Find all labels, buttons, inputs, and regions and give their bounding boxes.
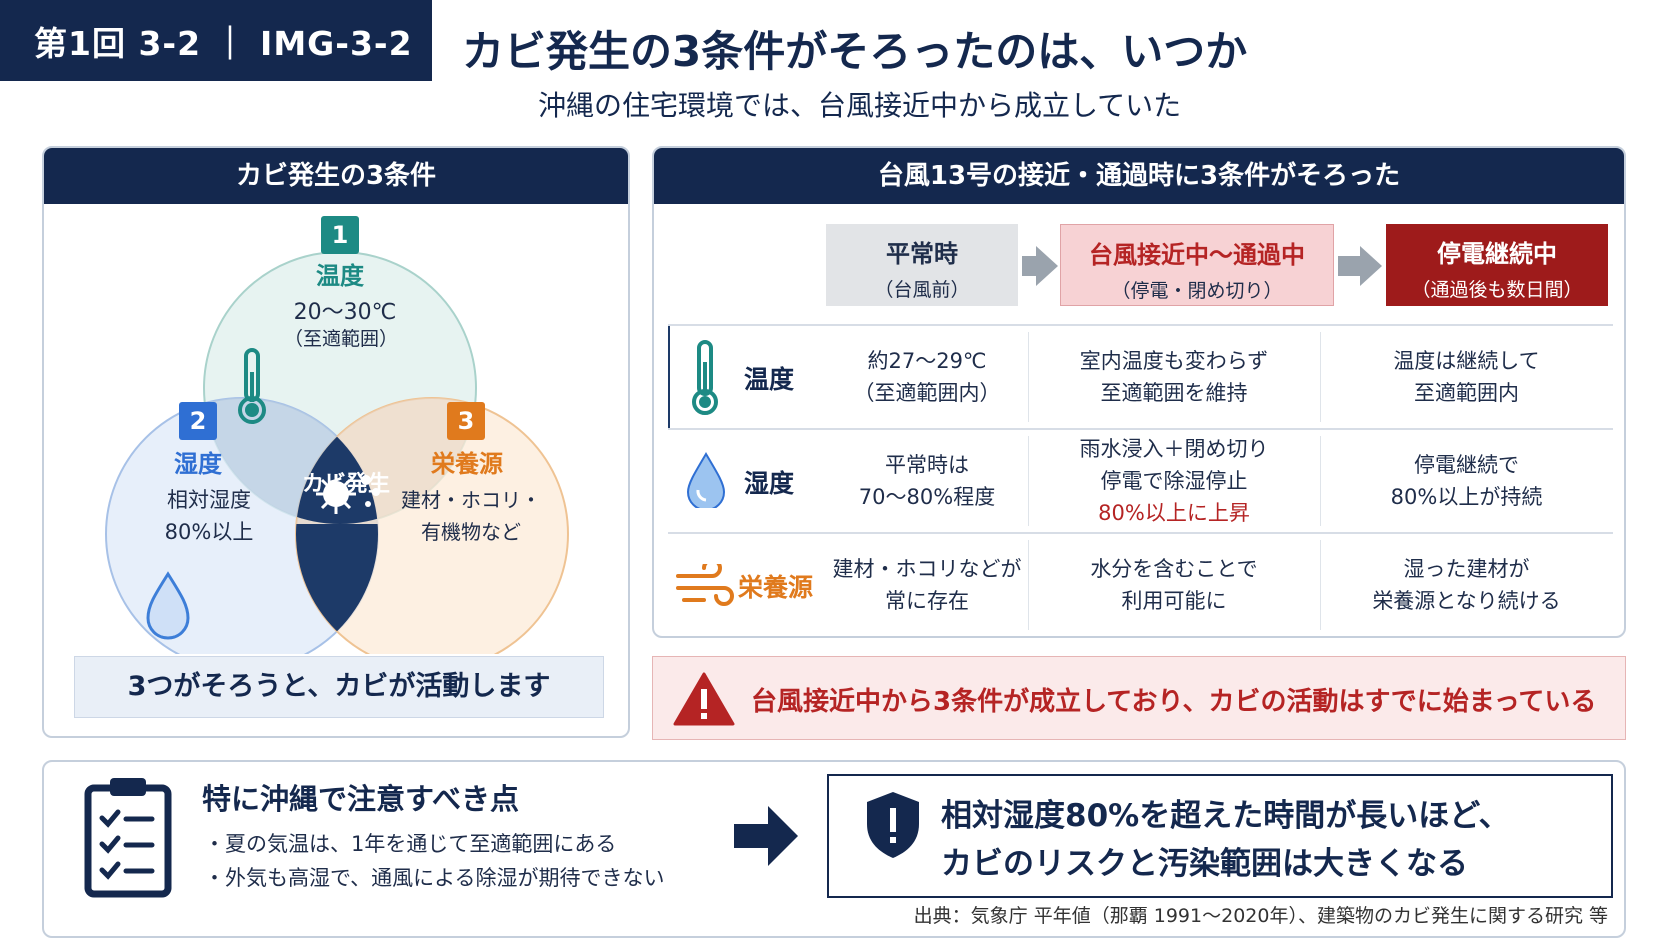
phase-outage-title: 停電継続中 [1437, 240, 1557, 268]
cell-temperature-normal: 約27〜29℃ （至適範囲内） [826, 326, 1028, 428]
water-drop-icon [146, 571, 190, 640]
section-tag: 第1回 3-2 ｜ IMG-3-2 [0, 0, 432, 81]
cell-nutrient-normal: 建材・ホコリなどが常に存在 [826, 534, 1028, 636]
cell-line: 建材・ホコリなどが [832, 557, 1022, 581]
cell-humidity-outage: 停電継続で 80%以上が持続 [1320, 430, 1613, 532]
cell-nutrient-outage: 湿った建材が栄養源となり続ける [1320, 534, 1613, 636]
phase-normal-note: （台風前） [874, 279, 970, 301]
wind-icon [676, 564, 734, 606]
row-nutrient-label: 栄養源 [738, 573, 814, 602]
conditions-panel-title: カビ発生の3条件 [44, 148, 628, 204]
conclusion-line-1: 相対湿度80%を超えた時間が長いほど、 [941, 798, 1510, 834]
condition-2-badge: 2 [179, 402, 217, 440]
phase-arrow-2-icon [1360, 246, 1382, 286]
cell-line: 80%以上が持続 [1390, 485, 1543, 509]
arrow-right-icon [734, 806, 798, 866]
mold-center-label: カビ発生 [301, 472, 390, 497]
cell-nutrient-approach: 水分を含むことで利用可能に [1028, 534, 1320, 636]
cell-line: 至適範囲内 [1414, 381, 1519, 405]
cell-line: 雨水浸入＋閉め切り [1079, 437, 1269, 461]
shield-icon [867, 792, 919, 858]
warning-icon [673, 672, 735, 726]
checklist-icon [84, 778, 172, 898]
cell-line: 至適範囲を維持 [1100, 381, 1248, 405]
venn-diagram [105, 251, 569, 654]
cell-line: 約27〜29℃ [867, 349, 987, 373]
page-subtitle: 沖縄の住宅環境では、台風接近中から成立していた [538, 89, 1182, 122]
mold-icon [316, 474, 380, 514]
cell-temperature-approach: 室内温度も変わらず至適範囲を維持 [1028, 326, 1320, 428]
phase-outage: 停電継続中 （通過後も数日間） [1386, 224, 1608, 306]
cell-line: 停電で除湿停止 [1100, 469, 1248, 493]
conditions-summary: 3つがそろうと、カビが活動します [74, 656, 604, 718]
conditions-panel: カビ発生の3条件 [42, 146, 630, 738]
phase-approach-title: 台風接近中〜通過中 [1089, 241, 1305, 269]
okinawa-notes-title: 特に沖縄で注意すべき点 [202, 782, 519, 816]
row-temperature-label: 温度 [744, 365, 795, 394]
condition-2-line2: 80%以上 [164, 520, 254, 544]
condition-2-line1: 相対湿度 [167, 488, 251, 512]
cell-highlight-line: 80%以上に上昇 [1098, 501, 1250, 525]
condition-2-name: 湿度 [174, 450, 222, 478]
cell-line: 室内温度も変わらず [1079, 349, 1269, 373]
okinawa-note-2: ・外気も高湿で、通風による除湿が期待できない [204, 866, 665, 890]
cell-temperature-outage: 温度は継続して至適範囲内 [1320, 326, 1613, 428]
typhoon-timeline-panel: 台風13号の接近・通過時に3条件がそろった 平常時 （台風前） 台風接近中〜通過… [652, 146, 1626, 638]
condition-3-line1: 建材・ホコリ・ [401, 488, 541, 512]
phase-arrow-1-shaft [1022, 256, 1038, 276]
phase-arrow-2-shaft [1338, 256, 1362, 276]
condition-3-name: 栄養源 [431, 450, 503, 478]
cell-line: 利用可能に [1121, 589, 1227, 613]
condition-1-name: 温度 [316, 262, 364, 290]
thermometer-icon [692, 340, 718, 415]
phase-normal: 平常時 （台風前） [826, 224, 1018, 306]
row-nutrient: 栄養源 建材・ホコリなどが常に存在 水分を含むことで利用可能に 湿った建材が栄養… [668, 532, 1613, 636]
cell-line: 水分を含むことで [1090, 557, 1258, 581]
row-temperature: 温度 約27〜29℃ （至適範囲内） 室内温度も変わらず至適範囲を維持 温度は継続… [668, 324, 1613, 428]
phase-arrow-1-icon [1036, 246, 1058, 286]
conclusion-line-2: カビのリスクと汚染範囲は大きくなる [941, 846, 1468, 882]
phase-normal-title: 平常時 [886, 240, 958, 268]
water-drop-icon [686, 452, 726, 508]
cell-line: 温度は継続して [1393, 349, 1540, 373]
row-humidity-label: 湿度 [744, 469, 795, 498]
row-humidity: 湿度 平常時は 70〜80%程度 雨水浸入＋閉め切り停電で除湿停止 80%以上に上昇… [668, 428, 1613, 532]
cell-humidity-approach: 雨水浸入＋閉め切り停電で除湿停止 80%以上に上昇 [1028, 430, 1320, 532]
timeline-panel-title: 台風13号の接近・通過時に3条件がそろった [654, 148, 1624, 204]
cell-line: 停電継続で [1414, 453, 1519, 477]
cell-line: （至適範囲内） [853, 381, 1001, 405]
cell-line: 70〜80%程度 [858, 485, 996, 509]
condition-1-line2: （至適範囲） [283, 328, 398, 350]
cell-line: 栄養源となり続ける [1372, 589, 1561, 613]
cell-line: 湿った建材が [1403, 557, 1530, 581]
okinawa-note-1: ・夏の気温は、1年を通じて至適範囲にある [204, 832, 617, 856]
phase-outage-note: （通過後も数日間） [1411, 279, 1583, 301]
thermometer-icon [238, 348, 266, 424]
conclusion-box: 相対湿度80%を超えた時間が長いほど、 カビのリスクと汚染範囲は大きくなる [827, 774, 1613, 898]
cell-humidity-normal: 平常時は 70〜80%程度 [826, 430, 1028, 532]
condition-1-line1: 20〜30℃ [293, 300, 397, 325]
cell-line: 常に存在 [885, 589, 969, 613]
okinawa-notes-panel: 特に沖縄で注意すべき点 ・夏の気温は、1年を通じて至適範囲にある ・外気も高湿で… [42, 760, 1626, 938]
condition-1-badge: 1 [321, 216, 359, 254]
condition-3-badge: 3 [447, 402, 485, 440]
warning-banner: 台風接近中から3条件が成立しており、カビの活動はすでに始まっている [652, 656, 1626, 740]
page-title: カビ発生の3条件がそろったのは、いつか [462, 27, 1248, 76]
phase-approach: 台風接近中〜通過中 （停電・閉め切り） [1060, 224, 1334, 306]
warning-text: 台風接近中から3条件が成立しており、カビの活動はすでに始まっている [751, 687, 1597, 717]
cell-line: 平常時は [885, 453, 969, 477]
condition-3-line2: 有機物など [421, 520, 521, 544]
source-citation: 出典：気象庁 平年値（那覇 1991〜2020年）、建築物のカビ発生に関する研究… [913, 905, 1608, 927]
phase-approach-note: （停電・閉め切り） [1111, 280, 1283, 302]
